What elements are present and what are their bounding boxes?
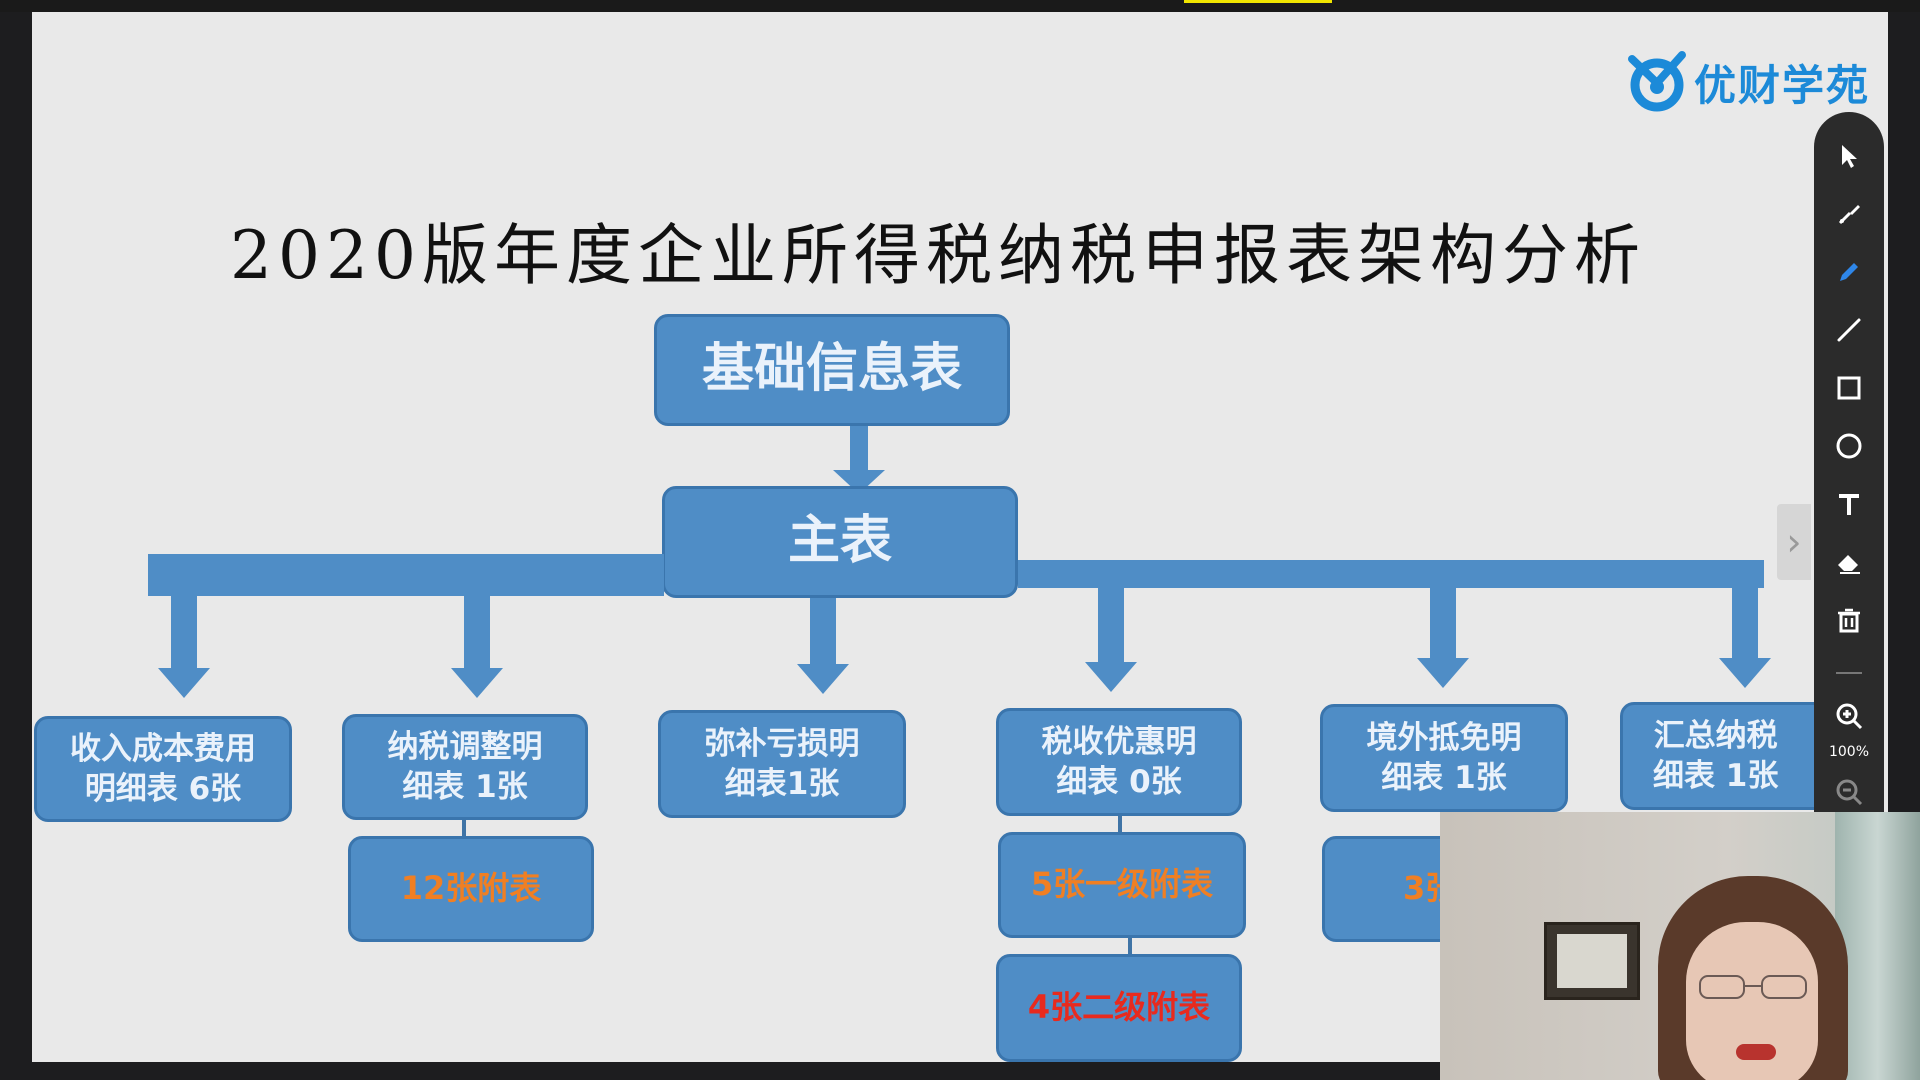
attachment-connector-4b (1128, 938, 1132, 954)
slide-panel-toggle[interactable]: › (1777, 504, 1811, 580)
annotation-toolbar: 100% (1814, 112, 1884, 822)
laser-pointer-icon[interactable] (1829, 194, 1869, 234)
toolbar-divider (1836, 672, 1862, 674)
child-node-income-cost: 收入成本费用 明细表 6张 (34, 716, 292, 822)
select-arrow-icon[interactable] (1829, 136, 1869, 176)
zoom-in-icon[interactable] (1829, 696, 1869, 736)
arrow-head-4 (1085, 662, 1137, 692)
child-node-foreign-credit: 境外抵免明 细表 1张 (1320, 704, 1568, 812)
child-node-line1: 境外抵免明 (1366, 719, 1522, 756)
presenter-mouth (1736, 1044, 1776, 1060)
line-icon[interactable] (1829, 310, 1869, 350)
attachment-node-5-level1: 5张一级附表 (998, 832, 1246, 938)
recording-indicator (1184, 0, 1332, 3)
child-node-line2: 细表 1张 (1653, 758, 1779, 794)
text-icon[interactable] (1829, 484, 1869, 524)
webcam-curtain (1835, 812, 1920, 1080)
child-node-line2: 细表1张 (724, 766, 840, 802)
arrow-shaft-1 (171, 596, 197, 670)
logo-icon (1628, 51, 1686, 112)
logo-text: 优财学苑 (1694, 60, 1871, 110)
rectangle-icon[interactable] (1829, 368, 1869, 408)
child-node-line1: 汇总纳税 (1653, 717, 1778, 754)
webcam-video-overlay[interactable] (1440, 812, 1920, 1080)
chevron-right-icon: › (1786, 520, 1802, 564)
arrow-head-2 (451, 668, 503, 698)
attachment-connector-2 (462, 820, 466, 836)
circle-icon[interactable] (1829, 426, 1869, 466)
brand-logo: 优财学苑 (1624, 47, 1870, 117)
arrow-shaft-3 (810, 598, 836, 666)
main-node-main-table: 主表 (662, 486, 1018, 598)
slide-title: 2020版年度企业所得税纳税申报表架构分析 (230, 217, 1646, 294)
arrow-shaft-2 (464, 596, 490, 670)
presenter-glasses (1699, 975, 1807, 999)
child-node-tax-adjustment: 纳税调整明 细表 1张 (342, 714, 588, 820)
zoom-out-icon[interactable] (1829, 772, 1869, 812)
arrow-shaft-5 (1430, 588, 1456, 660)
arrow-shaft-6 (1732, 588, 1758, 660)
branch-bar-left (148, 554, 664, 596)
presentation-slide: 优财学苑 2020版年度企业所得税纳税申报表架构分析 基础信息表 主表 收入成本… (32, 12, 1888, 1062)
child-node-line2: 细表 0张 (1056, 764, 1182, 800)
child-node-line2: 细表 1张 (402, 769, 528, 805)
child-node-line1: 收入成本费用 (70, 730, 256, 767)
arrow-shaft-4 (1098, 588, 1124, 664)
pen-icon[interactable] (1829, 252, 1869, 292)
root-node-basic-info: 基础信息表 (654, 314, 1010, 426)
arrow-head-6 (1719, 658, 1771, 688)
child-node-line2: 细表 1张 (1381, 760, 1507, 796)
arrow-head-3 (797, 664, 849, 694)
window-top-bar (0, 0, 1920, 12)
connector-root-main (850, 426, 868, 472)
wall-picture-frame (1544, 922, 1640, 1000)
child-node-line1: 税收优惠明 (1041, 723, 1197, 760)
child-node-line1: 纳税调整明 (387, 728, 543, 765)
attachment-node-4-level2: 4张二级附表 (996, 954, 1242, 1062)
child-node-tax-incentive: 税收优惠明 细表 0张 (996, 708, 1242, 816)
arrow-head-5 (1417, 658, 1469, 688)
child-node-line2: 明细表 6张 (84, 771, 242, 807)
branch-bar-right (1018, 560, 1764, 588)
attachment-connector-4a (1118, 816, 1122, 832)
zoom-level: 100% (1828, 744, 1870, 760)
attachment-node-12-schedules: 12张附表 (348, 836, 594, 942)
child-node-line1: 弥补亏损明 (704, 725, 860, 762)
eraser-icon[interactable] (1829, 542, 1869, 582)
arrow-head-1 (158, 668, 210, 698)
child-node-loss-offset: 弥补亏损明 细表1张 (658, 710, 906, 818)
trash-icon[interactable] (1829, 600, 1869, 640)
